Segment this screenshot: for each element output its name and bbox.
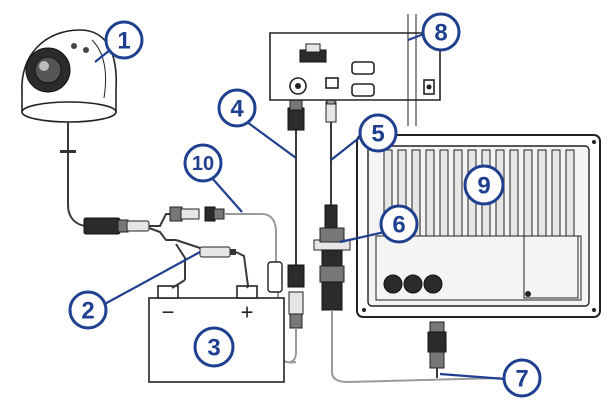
battery-positive-sign: +: [241, 300, 254, 325]
callout-2: 2: [68, 290, 108, 330]
callout-5-label: 5: [371, 121, 384, 148]
network-connector-middle: [324, 204, 338, 230]
chartplotter-network-connector: [427, 321, 447, 369]
camera-cable: [67, 122, 87, 227]
callout-3: 3: [193, 326, 235, 368]
callout-2-label: 2: [81, 298, 94, 325]
callout-9: 9: [463, 164, 505, 206]
video-adapter-box: [269, 32, 441, 101]
callout-4-label: 4: [230, 96, 244, 123]
bnc-connector-top: [287, 99, 305, 131]
callout-6-label: 6: [392, 212, 405, 239]
power-inline-connector: [199, 246, 236, 258]
chartplotter-back: [356, 134, 601, 318]
callout-4: 4: [217, 88, 257, 128]
network-coupler: [313, 227, 351, 311]
callout-10: 10: [183, 143, 223, 183]
camera-pigtail-connector: [83, 217, 150, 235]
callout-5: 5: [358, 113, 398, 153]
callout-7-label: 7: [515, 366, 528, 393]
bnc-coupler: [169, 206, 225, 222]
callout-7: 7: [502, 358, 542, 398]
bnc-connector-bottom: [287, 264, 305, 329]
dome-camera: [21, 29, 118, 123]
battery-negative-sign: −: [162, 300, 175, 325]
callout-9-label: 9: [477, 173, 490, 200]
callout-1: 1: [104, 20, 144, 60]
callout-3-label: 3: [207, 335, 220, 362]
callout-10-label: 10: [192, 153, 214, 175]
callout-6: 6: [379, 204, 419, 244]
callout-1-label: 1: [117, 28, 130, 55]
callout-8-label: 8: [434, 20, 447, 47]
callout-8: 8: [421, 12, 461, 52]
network-cable-7: [331, 310, 501, 384]
